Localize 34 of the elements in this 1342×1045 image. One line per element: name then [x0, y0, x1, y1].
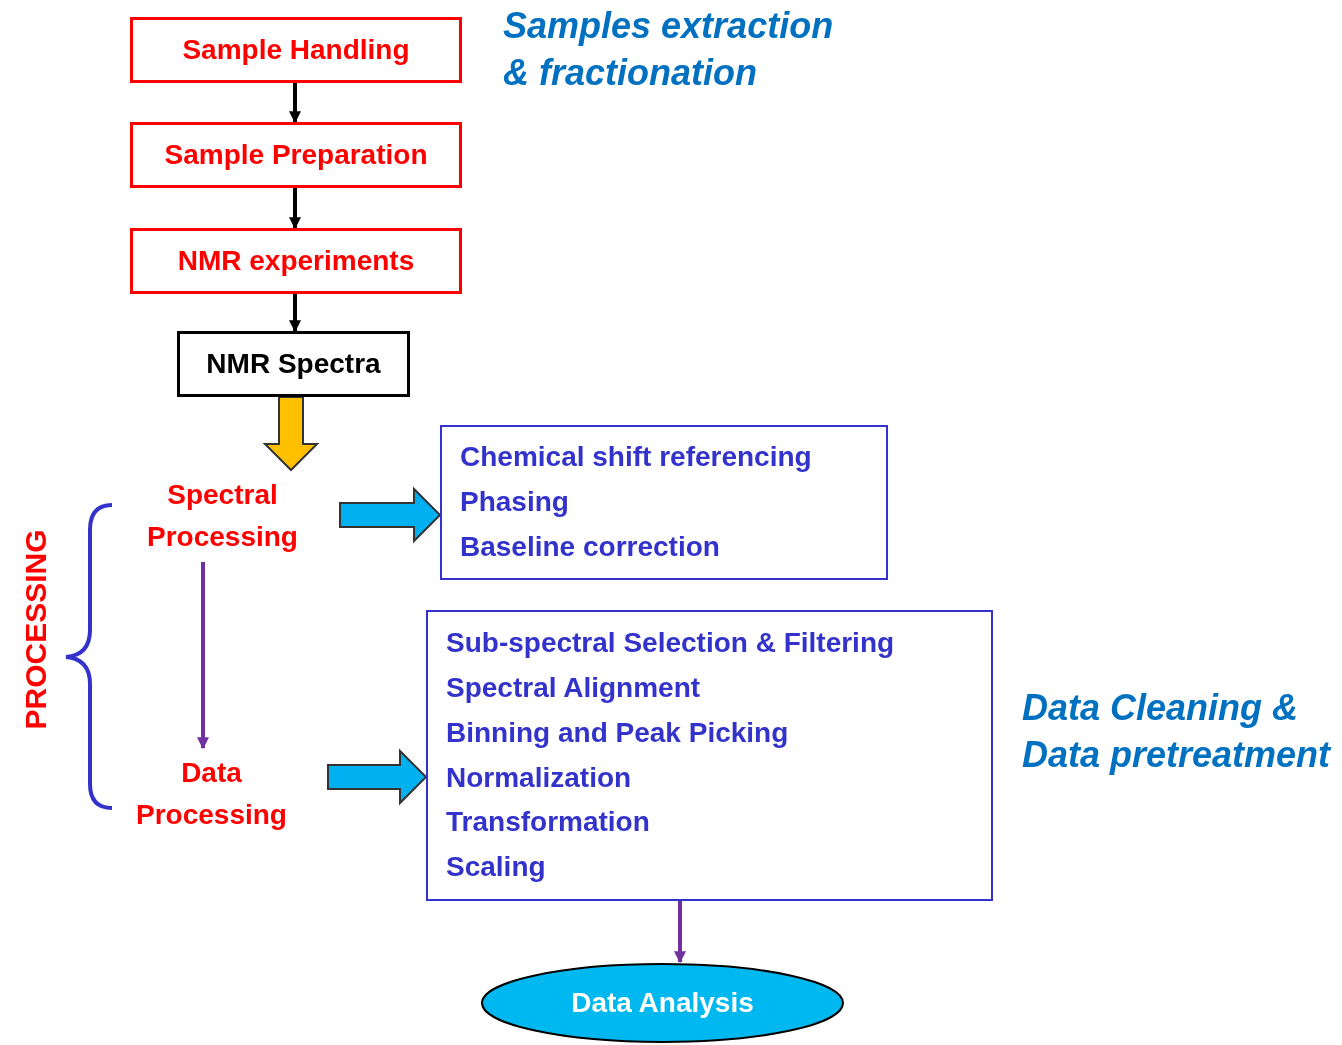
section-note: Data Cleaning & Data pretreatment — [1022, 686, 1332, 777]
vertical-label: PROCESSING — [17, 528, 53, 732]
arrow — [289, 294, 301, 333]
list-item: Spectral Alignment — [446, 670, 701, 705]
block-arrow — [339, 486, 442, 544]
node-label: NMR Spectra — [206, 347, 381, 381]
list-item: Binning and Peak Picking — [446, 715, 789, 750]
list-item: Phasing — [460, 485, 569, 520]
block-arrow — [262, 396, 320, 472]
arrow — [289, 83, 301, 124]
list-item: Sub-spectral Selection & Filtering — [446, 626, 895, 661]
node-label: Data Processing — [135, 756, 288, 832]
node-label: Data Analysis — [571, 986, 754, 1020]
process-box — [130, 228, 462, 294]
list-item: Scaling — [446, 850, 546, 885]
node-label: Sample Handling — [182, 33, 410, 67]
process-box — [177, 331, 410, 397]
arrow — [674, 901, 686, 964]
arrow — [197, 562, 209, 750]
list-item: Normalization — [446, 760, 632, 795]
arrow — [289, 188, 301, 230]
step-list-box — [426, 610, 993, 901]
step-list-box — [440, 425, 888, 580]
section-note: Samples extraction & fractionation — [503, 4, 835, 95]
list-item: Chemical shift referencing — [460, 440, 812, 475]
block-arrow — [327, 748, 428, 806]
node-label: NMR experiments — [177, 244, 415, 278]
process-box — [130, 122, 462, 188]
terminal-ellipse — [480, 962, 845, 1044]
list-item: Transformation — [446, 805, 650, 840]
node-label: Sample Preparation — [164, 138, 428, 172]
node-label: Spectral Processing — [146, 478, 299, 554]
process-box — [130, 17, 462, 83]
list-item: Baseline correction — [460, 529, 720, 564]
